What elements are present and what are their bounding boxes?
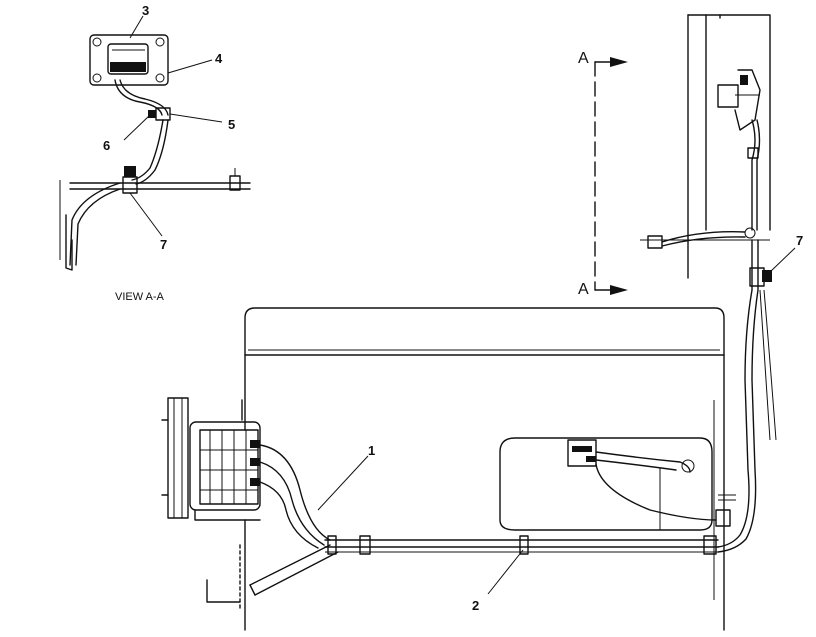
callout-7-main: 7 — [796, 233, 803, 248]
callout-1: 1 — [368, 443, 375, 458]
section-letter-top: A — [578, 50, 589, 67]
callout-2: 2 — [472, 598, 479, 613]
callout-7-view: 7 — [160, 237, 167, 252]
section-marker: A A — [578, 50, 628, 298]
view-title: VIEW A-A — [115, 291, 165, 303]
callout-3-view: 3 — [142, 3, 149, 18]
view-a-a-inset: 3 4 5 6 7 VIEW A-A — [59, 3, 251, 303]
callout-4-view: 4 — [215, 51, 223, 66]
section-letter-bottom: A — [578, 281, 589, 298]
main-engine-view: 1 2 — [161, 307, 736, 631]
callout-6-view: 6 — [103, 138, 110, 153]
callout-5-view: 5 — [228, 117, 235, 132]
upper-right-assembly: 7 — [640, 14, 803, 553]
